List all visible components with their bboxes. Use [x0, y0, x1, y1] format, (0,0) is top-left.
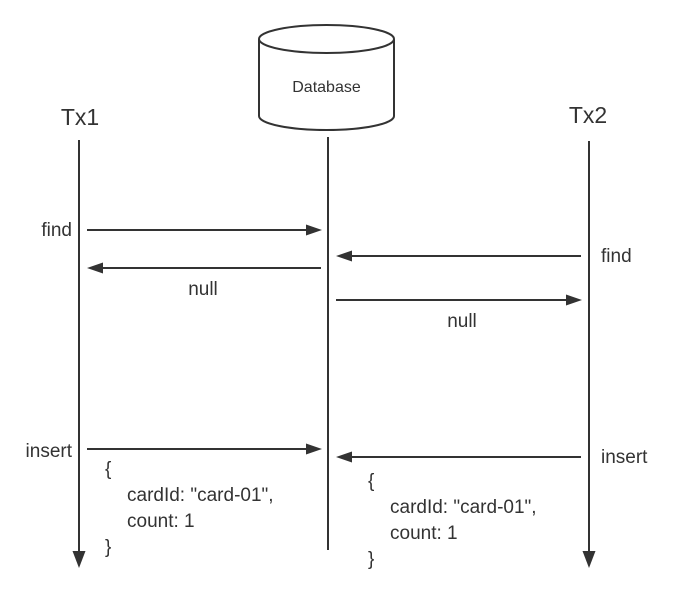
actor-label-tx2: Tx2: [568, 102, 608, 128]
arrow-null-db-to-tx1: [87, 262, 321, 274]
message-label-insert-tx2: insert: [601, 447, 648, 468]
payload-line: count: 1: [127, 511, 195, 532]
arrowhead-right-icon: [306, 443, 322, 455]
message-label-find-tx2: find: [601, 246, 632, 267]
message-label-null-tx2: null: [447, 311, 477, 332]
payload-line: }: [105, 537, 112, 558]
arrowhead-right-icon: [306, 224, 322, 236]
tx2-lifeline-arrowhead: [582, 551, 596, 568]
database-label: Database: [292, 79, 361, 96]
arrow-null-db-to-tx2: [336, 294, 582, 306]
arrowhead-left-icon: [336, 451, 352, 463]
insert-payload-tx2: { cardId: "card-01", count: 1 }: [368, 469, 537, 573]
payload-line: count: 1: [390, 523, 458, 544]
message-label-find-tx1: find: [41, 220, 72, 241]
arrowhead-left-icon: [336, 250, 352, 262]
database-icon: [258, 24, 395, 131]
arrow-insert-tx1-to-db: [87, 443, 322, 455]
payload-line: cardId: "card-01",: [390, 497, 537, 518]
insert-payload-tx1: { cardId: "card-01", count: 1 }: [105, 457, 274, 561]
message-label-null-tx1: null: [188, 279, 218, 300]
message-label-insert-tx1: insert: [25, 441, 72, 462]
payload-line: {: [368, 471, 375, 492]
database-cylinder-body: [258, 39, 395, 131]
tx1-lifeline-arrowhead: [72, 551, 86, 568]
arrow-find-tx2-to-db: [336, 250, 581, 262]
arrow-find-tx1-to-db: [87, 224, 322, 236]
payload-line: cardId: "card-01",: [127, 485, 274, 506]
payload-line: {: [105, 459, 112, 480]
payload-line: }: [368, 549, 375, 570]
arrowhead-right-icon: [566, 294, 582, 306]
actor-label-tx1: Tx1: [60, 104, 100, 130]
arrowhead-left-icon: [87, 262, 103, 274]
database-cylinder-top: [258, 24, 395, 54]
arrow-insert-tx2-to-db: [336, 451, 581, 463]
